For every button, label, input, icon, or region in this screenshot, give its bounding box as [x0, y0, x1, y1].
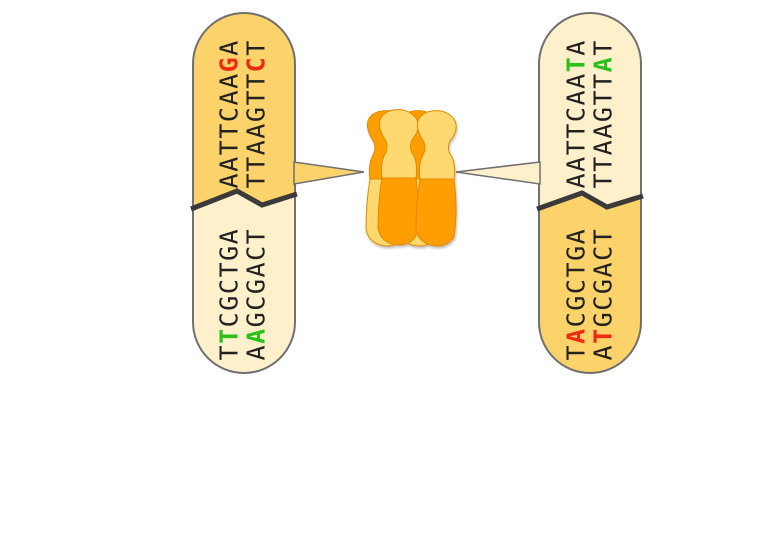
right-callout-pointer [455, 161, 541, 185]
dna-base: C [215, 279, 244, 294]
dna-base: T [215, 329, 244, 344]
dna-base: A [215, 74, 244, 89]
dna-base: T [589, 90, 618, 105]
dna-base: C [242, 57, 271, 72]
dna-base: T [215, 124, 244, 139]
dna-base: A [215, 229, 244, 244]
dna-base: T [562, 57, 591, 72]
dna-base: G [215, 246, 244, 261]
dna-base: T [589, 329, 618, 344]
dna-base: A [242, 140, 271, 155]
dna-base: A [215, 173, 244, 188]
dna-base: C [215, 312, 244, 327]
dna-base: A [242, 329, 271, 344]
left-callout-pointer [293, 161, 365, 185]
dna-base: A [562, 229, 591, 244]
right-capsule-top-region [539, 13, 641, 209]
dna-base: T [562, 124, 591, 139]
dna-base: G [242, 107, 271, 122]
dna-base: T [589, 41, 618, 56]
dna-base: A [562, 329, 591, 344]
dna-base: A [562, 173, 591, 188]
dna-base: C [215, 107, 244, 122]
dna-base: A [589, 57, 618, 72]
left-strand-break-line [190, 188, 298, 212]
dna-base: T [242, 74, 271, 89]
dna-base: A [562, 90, 591, 105]
dna-base: A [562, 41, 591, 56]
dna-base: A [589, 345, 618, 360]
dna-base: G [589, 312, 618, 327]
chromosome-icon [415, 110, 457, 247]
dna-base: C [562, 312, 591, 327]
right-strand-break-line [536, 190, 644, 212]
dna-base: A [242, 124, 271, 139]
left-dna-capsule [190, 12, 298, 374]
dna-base: T [589, 74, 618, 89]
chromosome-icon [377, 109, 419, 246]
dna-base: A [215, 90, 244, 105]
dna-base: G [589, 279, 618, 294]
dna-base: C [589, 246, 618, 261]
dna-base: C [562, 279, 591, 294]
dna-base: G [242, 312, 271, 327]
dna-base: A [242, 345, 271, 360]
dna-base: T [589, 229, 618, 244]
dna-base: G [589, 107, 618, 122]
right-capsule-outline [538, 12, 642, 374]
dna-base: C [562, 107, 591, 122]
right-dna-capsule [536, 12, 644, 374]
dna-base: C [242, 296, 271, 311]
dna-base: T [215, 140, 244, 155]
dna-base: A [589, 124, 618, 139]
dna-base: A [562, 157, 591, 172]
dna-base: T [562, 140, 591, 155]
dna-base: A [562, 74, 591, 89]
dna-base: A [215, 41, 244, 56]
dna-base: T [589, 157, 618, 172]
dna-base: T [562, 262, 591, 277]
dna-base: G [242, 279, 271, 294]
dna-base: C [242, 246, 271, 261]
dna-base: G [215, 296, 244, 311]
dna-base: T [242, 229, 271, 244]
dna-base: T [242, 157, 271, 172]
dna-base: T [242, 41, 271, 56]
dna-base: T [242, 90, 271, 105]
chromosome-cluster [365, 109, 457, 247]
dna-base: T [562, 345, 591, 360]
dna-base: G [562, 296, 591, 311]
dna-base: A [215, 157, 244, 172]
dna-base: A [589, 140, 618, 155]
dna-base: A [589, 262, 618, 277]
dna-base: A [242, 262, 271, 277]
dna-base: C [589, 296, 618, 311]
left-capsule-top-region [193, 13, 295, 209]
dna-base: T [242, 173, 271, 188]
dna-base: G [215, 57, 244, 72]
dna-base: G [562, 246, 591, 261]
dna-base: T [215, 262, 244, 277]
dna-base: T [215, 345, 244, 360]
dna-base: T [589, 173, 618, 188]
